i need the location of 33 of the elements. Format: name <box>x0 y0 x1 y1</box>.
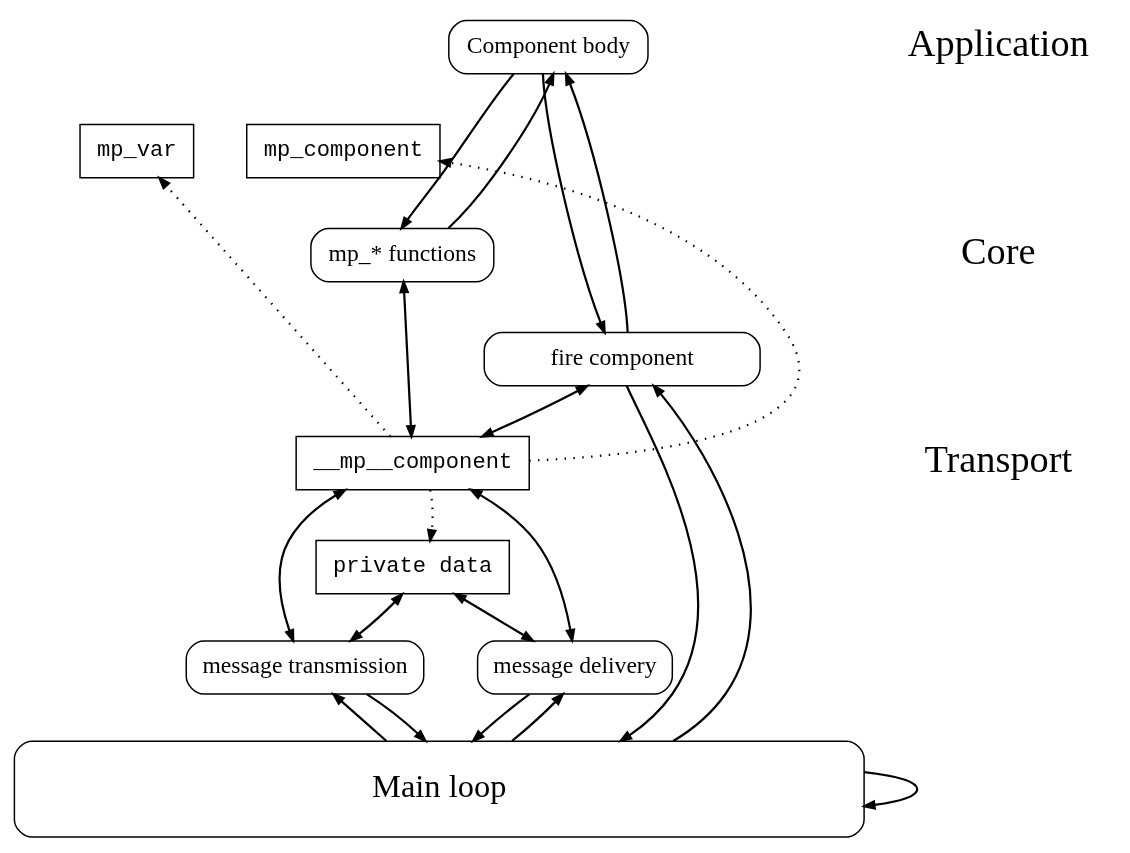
arrow <box>452 591 536 642</box>
arrow <box>511 691 566 742</box>
arrow <box>860 770 919 810</box>
arrow <box>157 174 391 437</box>
node-box: message delivery <box>476 639 674 695</box>
arrow <box>541 73 606 336</box>
arrow <box>564 70 629 333</box>
label: Transport <box>924 437 1073 480</box>
arrow <box>366 692 428 743</box>
arrow <box>278 487 348 644</box>
label: Application <box>907 21 1089 64</box>
arrow <box>651 382 752 742</box>
node-box: Component body <box>448 19 649 74</box>
arrow <box>330 691 388 742</box>
arrow <box>426 489 438 544</box>
node-box: private data <box>315 539 511 594</box>
node-box: mp_var <box>79 123 195 178</box>
arrow <box>470 692 531 743</box>
node-box: mp_component <box>246 123 441 178</box>
node-box: fire component <box>483 331 761 386</box>
arrow <box>399 72 515 231</box>
arrow <box>348 591 405 643</box>
arrow <box>436 157 800 462</box>
arrow <box>617 384 700 743</box>
node-box: Main loop <box>13 739 865 838</box>
arrow <box>399 277 416 440</box>
arrow <box>447 70 555 229</box>
node-box: mp_* functions <box>310 227 495 282</box>
label: Core <box>961 229 1036 272</box>
arrow <box>467 487 576 644</box>
arrow <box>479 383 591 438</box>
node-box: __mp__component <box>295 435 530 490</box>
node-box: message transmission <box>185 639 425 695</box>
